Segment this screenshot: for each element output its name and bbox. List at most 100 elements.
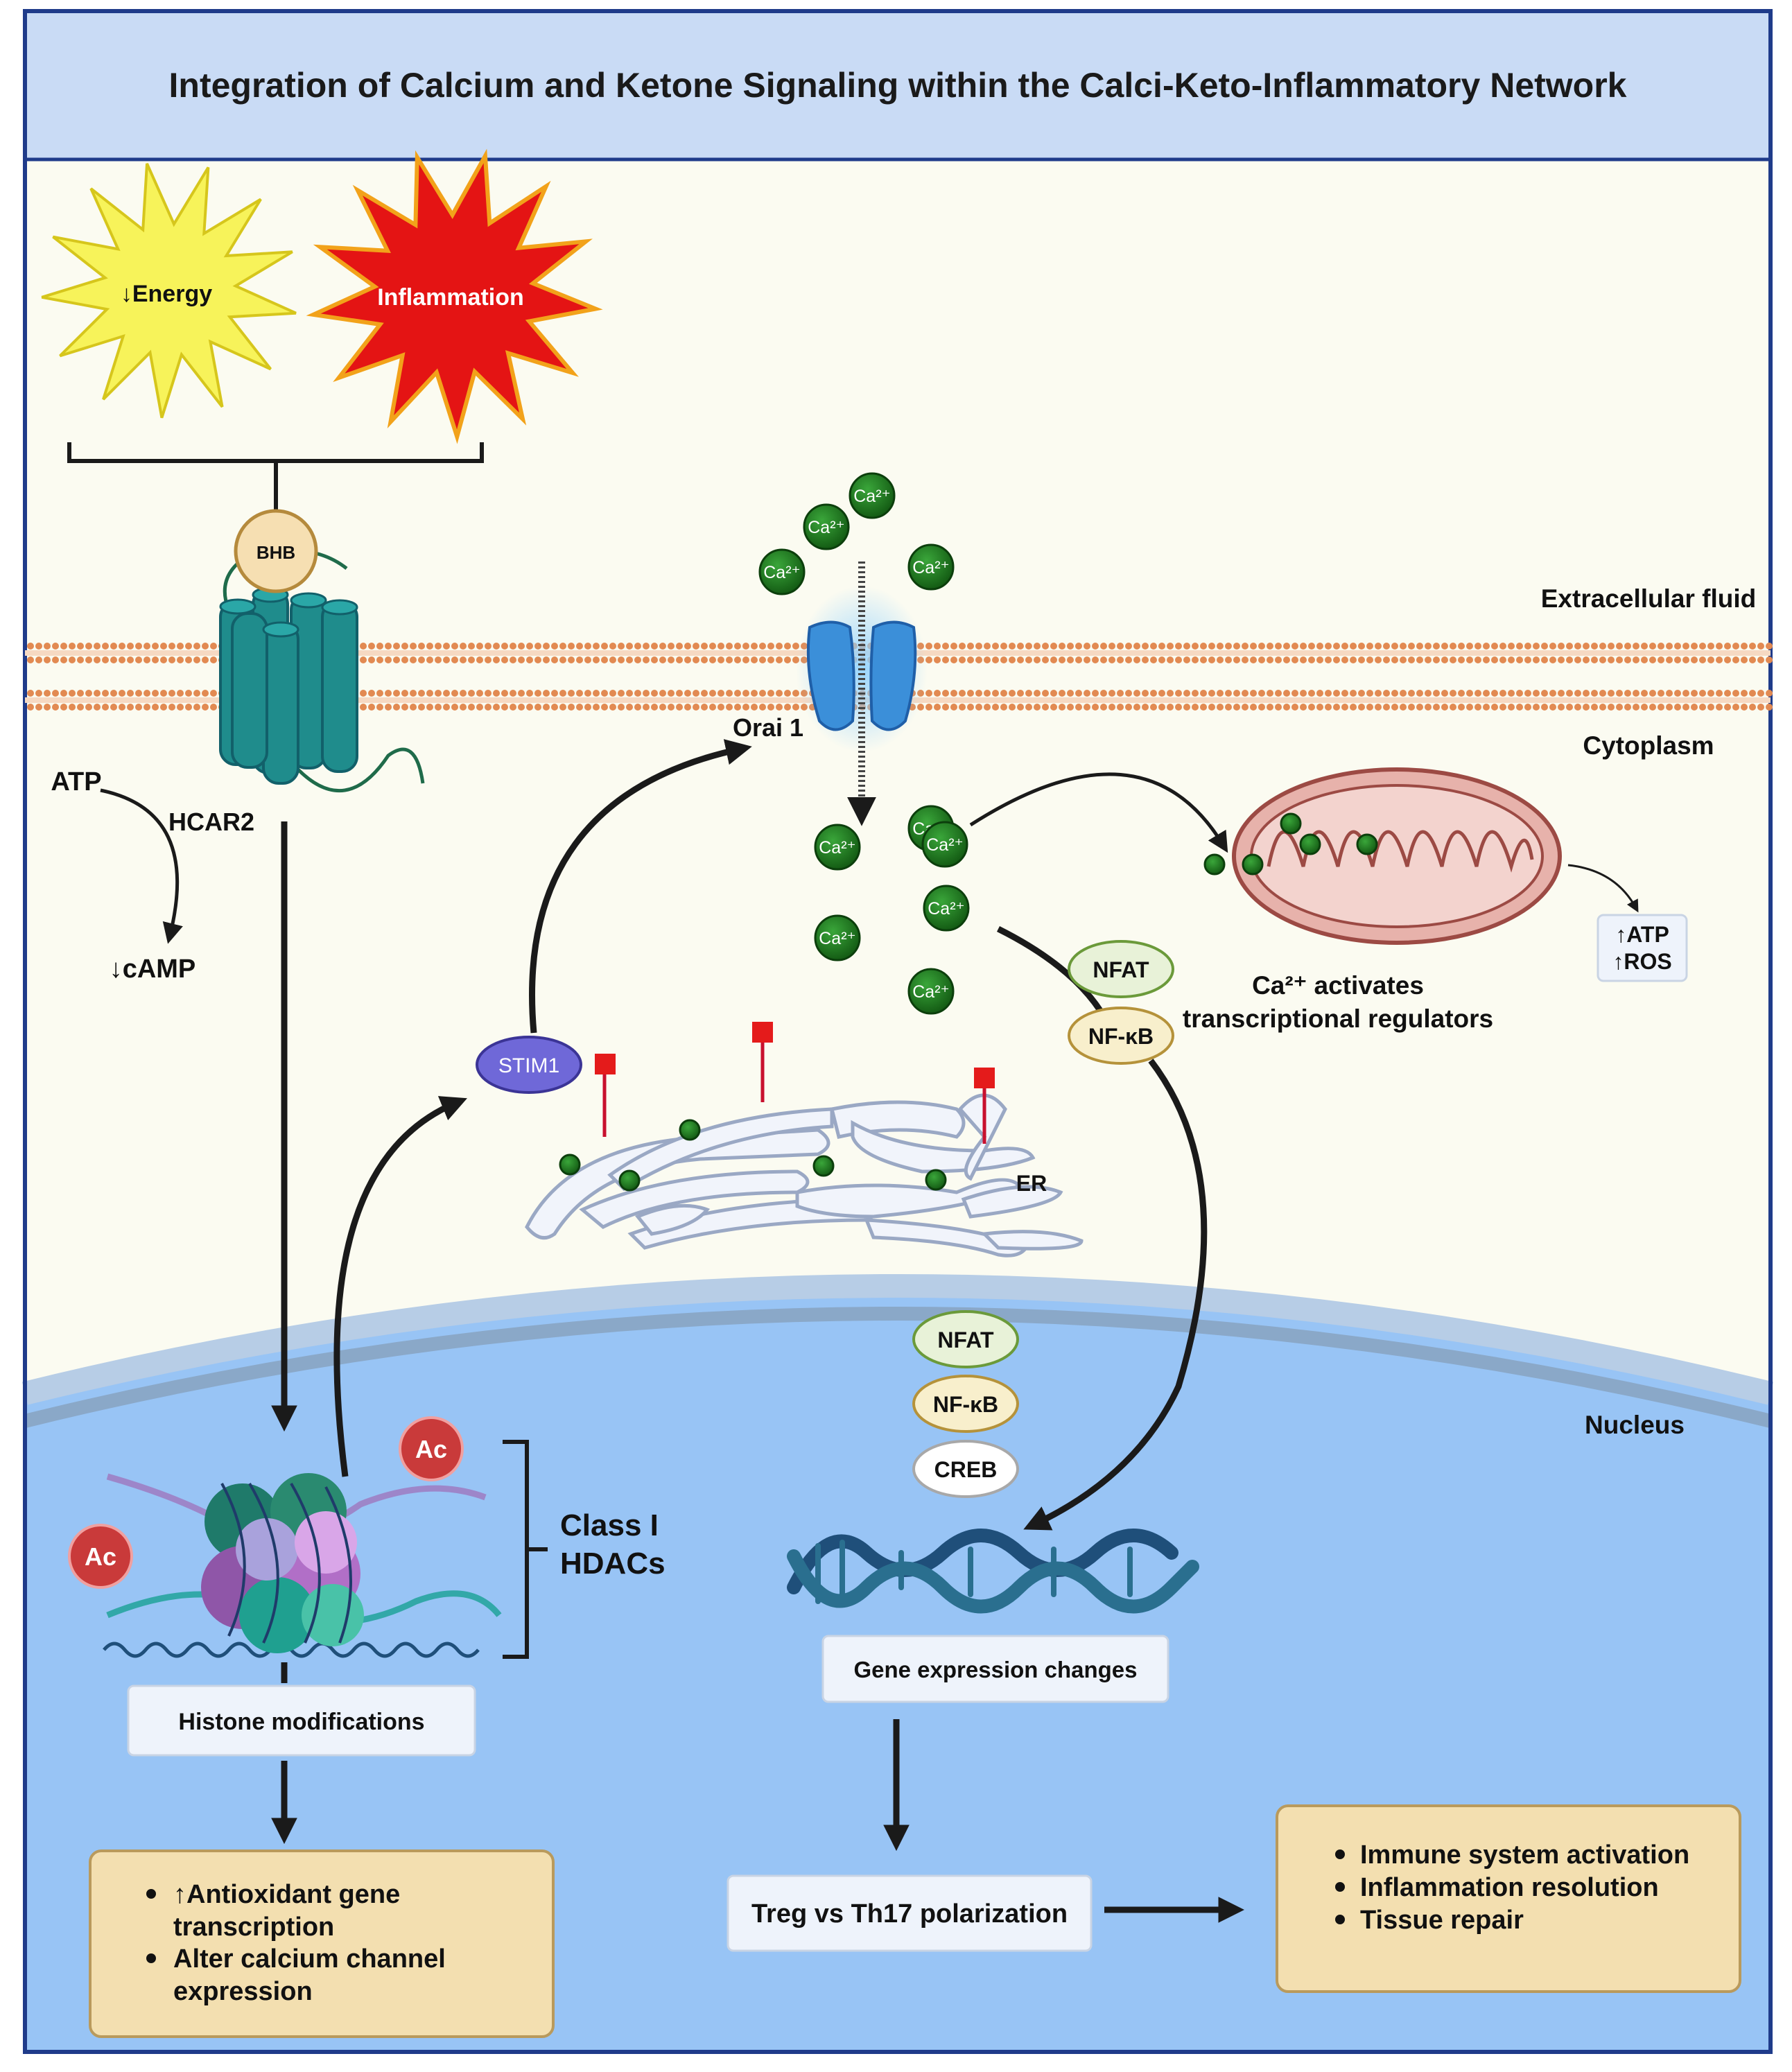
nucleus-label: Nucleus — [1585, 1411, 1685, 1439]
polarization-label: Treg vs Th17 polarization — [751, 1899, 1068, 1929]
calcium-ion: Ca²⁺ — [758, 548, 806, 595]
outcomes-left-box: ↑Antioxidant gene transcription Alter ca… — [89, 1849, 555, 2038]
outcome-left-2b: expression — [173, 1977, 313, 2006]
nuclear-envelope-outer — [21, 1274, 1774, 1405]
creb-nucleus-label: CREB — [934, 1457, 998, 1482]
er-calcium-ions — [559, 1119, 947, 1192]
outcome-left-1b: transcription — [173, 1913, 334, 1942]
calcium-ion-label: Ca²⁺ — [853, 487, 890, 506]
calcium-ion-label: Ca²⁺ — [928, 899, 964, 919]
calcium-ion-small — [679, 1119, 701, 1141]
tf-note-line1: Ca²⁺ activates — [1252, 971, 1424, 1000]
nfkb-cytoplasm: NF-κB — [1068, 1007, 1174, 1065]
outcome-left-2a: Alter calcium channel — [173, 1944, 446, 1974]
dna-helix — [787, 1529, 1199, 1614]
acetyl-mark-upper: Ac — [399, 1416, 464, 1481]
gene-expression-box: Gene expression changes — [821, 1635, 1169, 1703]
calcium-ion-label: Ca²⁺ — [912, 982, 949, 1002]
hdac-label-line1: Class I — [560, 1508, 659, 1542]
stim1-label: STIM1 — [498, 1054, 559, 1077]
atp-camp-arrow — [100, 788, 183, 944]
er-label: ER — [1016, 1171, 1047, 1196]
energy-label: ↓Energy — [121, 281, 212, 307]
nfat-nucleus: NFAT — [912, 1310, 1019, 1368]
nuclear-envelope-inner — [23, 1307, 1773, 1428]
page-title: Integration of Calcium and Ketone Signal… — [169, 66, 1627, 105]
outcome-right-2: Inflammation resolution — [1360, 1873, 1659, 1902]
calcium-ion-small — [1356, 833, 1378, 855]
calcium-ion-label: Ca²⁺ — [819, 929, 855, 948]
calcium-ion: Ca²⁺ — [907, 968, 955, 1015]
outer-frame — [23, 9, 1773, 2054]
hcar2-receptor — [219, 548, 425, 793]
orai1-label: Orai 1 — [733, 713, 803, 742]
energy-burst: ↓Energy — [41, 163, 297, 419]
calcium-ion-small — [1299, 833, 1321, 855]
calcium-ion-small — [925, 1169, 947, 1191]
calcium-ion-label: Ca²⁺ — [912, 558, 949, 577]
camp-label: ↓cAMP — [110, 955, 196, 984]
stress-bracket — [67, 442, 484, 510]
hdac-label-line2: HDACs — [560, 1547, 666, 1581]
outcome-right-1: Immune system activation — [1360, 1840, 1689, 1870]
polarization-box: Treg vs Th17 polarization — [727, 1874, 1093, 1952]
calcium-ion: Ca²⁺ — [921, 821, 968, 868]
calcium-to-mito-arrow — [969, 772, 1228, 853]
outcome-right-3: Tissue repair — [1360, 1906, 1524, 1935]
nucleosome — [103, 1473, 502, 1658]
calcium-ion: Ca²⁺ — [923, 885, 970, 932]
calcium-ion-label: Ca²⁺ — [808, 518, 844, 537]
tf-note-line2: transcriptional regulators — [1183, 1004, 1493, 1033]
creb-nucleus: CREB — [912, 1440, 1019, 1498]
extracellular-label: Extracellular fluid — [1541, 584, 1757, 613]
hcar2-label: HCAR2 — [168, 808, 254, 836]
atp-label: ATP — [51, 767, 101, 796]
calcium-ion: Ca²⁺ — [814, 914, 861, 961]
bhb-label: BHB — [256, 542, 295, 563]
chromatin-to-stim1-arrow — [333, 1096, 467, 1477]
stim1-to-orai-arrow — [529, 739, 752, 1034]
calcium-ion-small — [559, 1153, 581, 1176]
gene-expression-label: Gene expression changes — [853, 1657, 1137, 1682]
calcium-ion-small — [1242, 853, 1264, 876]
acetyl-mark-lower: Ac — [68, 1524, 133, 1589]
hdac-bracket — [503, 1440, 548, 1659]
calcium-ion-label: Ca²⁺ — [819, 838, 855, 857]
mitochondrion — [1232, 767, 1562, 945]
calcium-ion-small — [618, 1169, 641, 1192]
calcium-ion: Ca²⁺ — [803, 503, 850, 550]
nfkb-cytoplasm-label: NF-κB — [1088, 1024, 1154, 1049]
calcium-ion-small — [1280, 812, 1302, 835]
calcium-ion-label: Ca²⁺ — [926, 835, 963, 855]
cytoplasm-label: Cytoplasm — [1583, 731, 1714, 760]
calcium-ion-small — [1203, 853, 1226, 876]
calcium-ion-label: Ca²⁺ — [763, 563, 800, 582]
acetyl-label-lower: Ac — [85, 1542, 116, 1571]
outcome-left-1a: ↑Antioxidant gene — [173, 1880, 400, 1909]
tf-to-dna-arrow — [1023, 1059, 1208, 1531]
inflammation-burst: Inflammation — [306, 148, 603, 444]
mito-output-box: ↑ATP ↑ROS — [1597, 914, 1688, 982]
inflammation-label: Inflammation — [377, 284, 524, 311]
nfat-cytoplasm: NFAT — [1068, 940, 1174, 998]
calcium-ion: Ca²⁺ — [907, 543, 955, 591]
nfat-cytoplasm-label: NFAT — [1093, 957, 1149, 982]
nfkb-nucleus-label: NF-κB — [933, 1392, 998, 1417]
nfkb-nucleus: NF-κB — [912, 1375, 1019, 1433]
calcium-ion: Ca²⁺ — [849, 472, 896, 519]
calcium-ion-small — [812, 1155, 835, 1177]
outcomes-right-box: Immune system activation Inflammation re… — [1276, 1804, 1741, 1993]
ros-up-label: ↑ROS — [1612, 949, 1671, 974]
atp-up-label: ↑ATP — [1615, 922, 1669, 947]
mito-output-arrow — [1567, 864, 1639, 913]
mito-calcium-ions — [1203, 812, 1378, 876]
bhb-ligand: BHB — [234, 509, 318, 593]
calcium-ion: Ca²⁺ — [814, 824, 861, 871]
calcium-ions: Ca²⁺Ca²⁺Ca²⁺Ca²⁺Ca²⁺Ca²⁺Ca²⁺Ca²⁺Ca²⁺Ca²⁺ — [758, 472, 970, 1015]
nfat-nucleus-label: NFAT — [937, 1327, 994, 1352]
stim1-sensor: STIM1 — [476, 1036, 582, 1094]
acetyl-label-upper: Ac — [415, 1435, 447, 1463]
histone-modifications-box: Histone modifications — [127, 1684, 476, 1757]
histone-modifications-label: Histone modifications — [178, 1709, 424, 1735]
